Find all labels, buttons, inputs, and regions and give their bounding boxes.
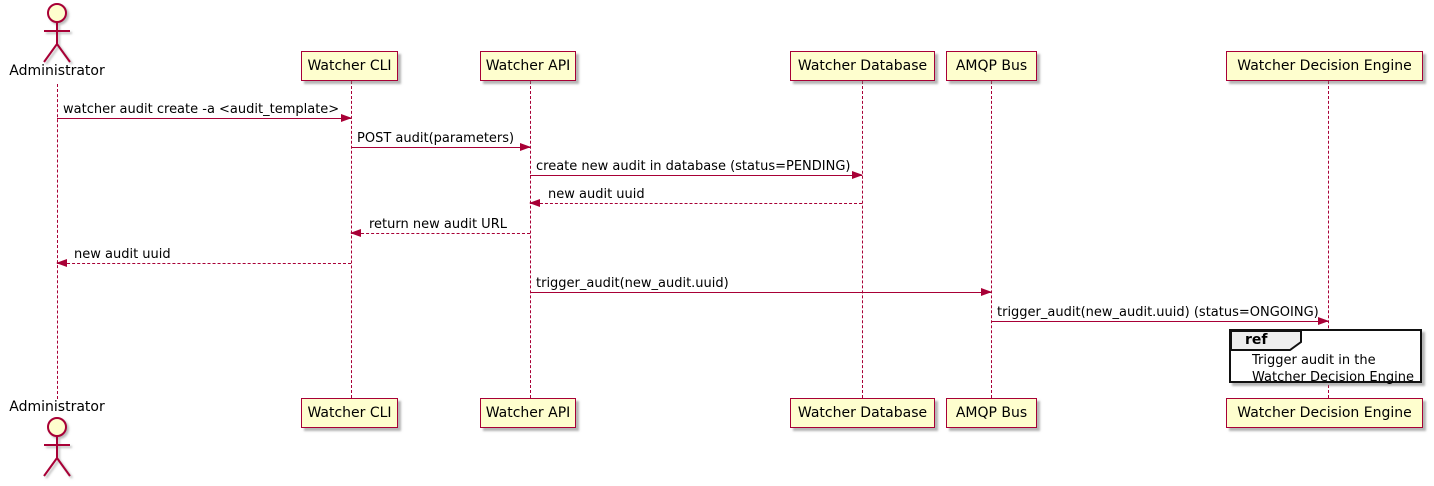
arrowhead-left-icon — [529, 199, 540, 207]
lifeline-watcher-decision-engine — [1328, 81, 1329, 398]
participant-watcher-cli-bottom: Watcher CLI — [301, 398, 398, 428]
arrowhead-left-icon — [56, 259, 67, 267]
arrowhead-right-icon — [981, 288, 992, 296]
arrowhead-right-icon — [341, 114, 352, 122]
participant-label: Watcher API — [485, 405, 571, 421]
message-new-audit-uuid-to-admin: new audit uuid — [56, 247, 351, 267]
message-post-audit: POST audit(parameters) — [351, 131, 531, 151]
ref-pentagon-icon — [1230, 330, 1302, 351]
lifeline-administrator — [57, 84, 58, 399]
participant-watcher-cli-top: Watcher CLI — [301, 51, 398, 81]
participant-amqp-bus-top: AMQP Bus — [946, 51, 1037, 81]
participant-label: Watcher Database — [797, 405, 928, 421]
participant-label: Watcher Database — [797, 58, 928, 74]
message-text: create new audit in database (status=PEN… — [536, 159, 851, 174]
lifeline-watcher-cli — [351, 81, 352, 398]
message-trigger-audit: trigger_audit(new_audit.uuid) — [530, 276, 992, 296]
participant-amqp-bus-bottom: AMQP Bus — [946, 398, 1037, 428]
ref-text: Trigger audit in the Watcher Decision En… — [1252, 352, 1414, 386]
actor-label-top: Administrator — [9, 63, 105, 79]
actor-icon — [43, 417, 71, 477]
participant-label: Watcher CLI — [307, 58, 392, 74]
participant-label: Watcher API — [485, 58, 571, 74]
participant-watcher-api-top: Watcher API — [480, 51, 576, 81]
arrowhead-left-icon — [350, 229, 361, 237]
participant-label: Watcher Decision Engine — [1237, 58, 1412, 74]
message-text: POST audit(parameters) — [357, 131, 515, 146]
participant-watcher-database-top: Watcher Database — [790, 51, 935, 81]
arrowhead-right-icon — [852, 171, 863, 179]
message-create-new-audit: create new audit in database (status=PEN… — [530, 159, 863, 179]
lifeline-watcher-api — [530, 81, 531, 398]
participant-watcher-decision-engine-bottom: Watcher Decision Engine — [1226, 398, 1423, 428]
message-trigger-audit-ongoing: trigger_audit(new_audit.uuid) (status=ON… — [991, 305, 1329, 325]
actor-icon — [43, 3, 71, 63]
message-new-audit-uuid-to-api: new audit uuid — [529, 187, 862, 207]
message-watcher-audit-create: watcher audit create -a <audit_template> — [57, 102, 352, 122]
arrowhead-right-icon — [1318, 317, 1329, 325]
ref-fragment: ref Trigger audit in the Watcher Decisio… — [1229, 329, 1422, 386]
ref-text-line1: Trigger audit in the — [1252, 353, 1376, 368]
message-text: trigger_audit(new_audit.uuid) — [536, 276, 729, 291]
actor-label-bottom: Administrator — [9, 399, 105, 415]
participant-label: AMQP Bus — [955, 405, 1028, 421]
ref-text-line2: Watcher Decision Engine — [1252, 370, 1414, 385]
participant-label: AMQP Bus — [955, 58, 1028, 74]
participant-watcher-database-bottom: Watcher Database — [790, 398, 935, 428]
ref-keyword: ref — [1245, 332, 1268, 348]
lifeline-amqp-bus — [991, 81, 992, 398]
participant-label: Watcher CLI — [307, 405, 392, 421]
participant-watcher-api-bottom: Watcher API — [480, 398, 576, 428]
arrowhead-right-icon — [520, 143, 531, 151]
lifeline-watcher-database — [862, 81, 863, 398]
message-text: return new audit URL — [369, 217, 507, 232]
message-text: watcher audit create -a <audit_template> — [63, 102, 340, 117]
message-return-new-audit-url: return new audit URL — [350, 217, 530, 237]
participant-label: Watcher Decision Engine — [1237, 405, 1412, 421]
participant-watcher-decision-engine-top: Watcher Decision Engine — [1226, 51, 1423, 81]
message-text: new audit uuid — [548, 187, 645, 202]
message-text: trigger_audit(new_audit.uuid) (status=ON… — [997, 305, 1319, 320]
message-text: new audit uuid — [74, 247, 171, 262]
